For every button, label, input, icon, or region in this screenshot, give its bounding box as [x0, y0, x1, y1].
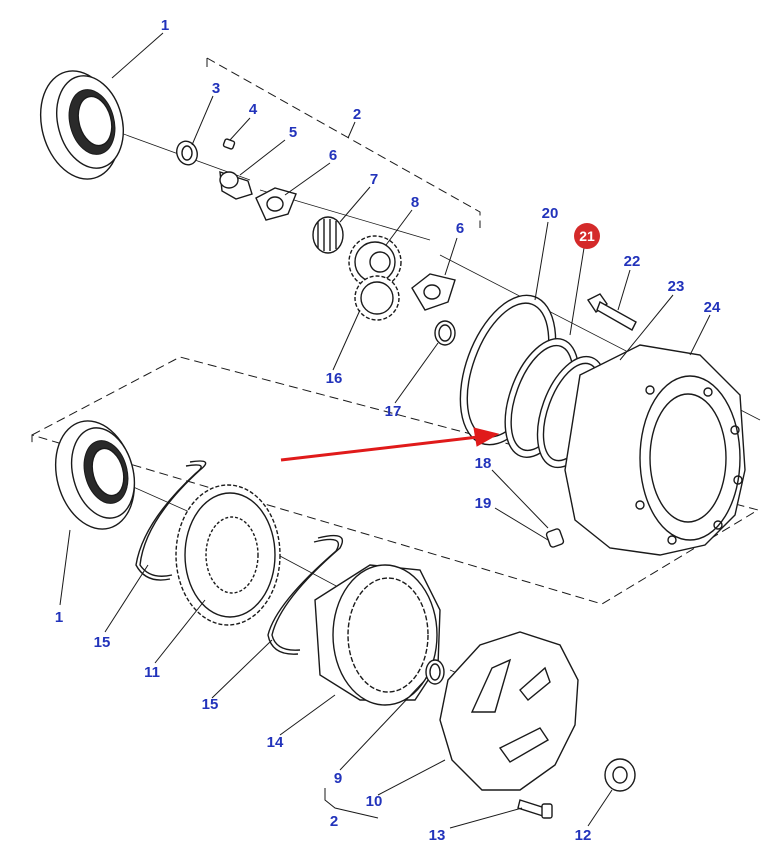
planet-gear — [348, 235, 402, 289]
group-bracket-lower — [324, 788, 379, 819]
group-bracket-upper — [206, 57, 481, 228]
callout-10: 10 — [366, 793, 383, 810]
highlight-arrow — [280, 427, 500, 462]
callout-17: 17 — [385, 403, 402, 420]
callout-3: 3 — [212, 80, 220, 97]
leader-lines — [59, 32, 711, 829]
callout-12: 12 — [575, 827, 592, 844]
pin-small — [222, 138, 236, 150]
nut-12 — [604, 758, 636, 792]
plug-18-19 — [545, 528, 565, 548]
highlight-badge-21: 21 — [574, 223, 600, 249]
badge-label: 21 — [579, 228, 595, 244]
callout-23: 23 — [668, 278, 685, 295]
o-ring-9 — [425, 659, 445, 685]
callout-14: 14 — [267, 734, 284, 751]
callout-7: 7 — [370, 171, 378, 188]
thrust-washer-right — [411, 273, 456, 311]
callout-15-lower: 15 — [202, 696, 219, 713]
bolt-22 — [586, 293, 637, 331]
bearing-lower — [54, 420, 136, 530]
wheel-hub-housing — [564, 344, 746, 556]
callout-22: 22 — [624, 253, 641, 270]
callout-20: 20 — [542, 205, 559, 222]
hub-cover-10 — [439, 631, 579, 791]
circlip-15-upper — [135, 460, 207, 581]
callout-15-upper: 15 — [94, 634, 111, 651]
callout-6-right: 6 — [456, 220, 464, 237]
callout-6-left: 6 — [329, 147, 337, 164]
shaft-pin — [219, 171, 253, 200]
group-bracket-main — [31, 356, 760, 605]
circlip-small — [176, 140, 198, 166]
callout-11: 11 — [144, 664, 160, 681]
callout-2-upper: 2 — [353, 106, 361, 123]
sun-gear-11 — [175, 484, 281, 626]
callout-9: 9 — [334, 770, 342, 787]
callout-18: 18 — [475, 455, 492, 472]
ring-gear-14 — [314, 564, 441, 706]
callout-2-lower: 2 — [330, 813, 338, 830]
bearing-upper — [39, 70, 124, 180]
callout-labels: 1 2 3 4 5 6 7 8 6 20 22 23 24 16 17 18 1… — [55, 17, 721, 844]
callout-1-lower: 1 — [55, 609, 63, 626]
needle-bearing — [312, 216, 344, 254]
circlip-15-lower — [267, 534, 344, 655]
snap-ring-small — [434, 320, 456, 346]
callout-1-upper: 1 — [161, 17, 169, 34]
callout-16: 16 — [326, 370, 343, 387]
callout-13: 13 — [429, 827, 446, 844]
callout-5: 5 — [289, 124, 297, 141]
bolt-13 — [517, 799, 553, 819]
thrust-washer-left — [255, 187, 297, 221]
callout-24: 24 — [704, 299, 721, 316]
callout-4: 4 — [249, 101, 258, 118]
planet-gear-lower — [354, 275, 400, 321]
callout-19: 19 — [475, 495, 492, 512]
callout-8: 8 — [411, 194, 419, 211]
